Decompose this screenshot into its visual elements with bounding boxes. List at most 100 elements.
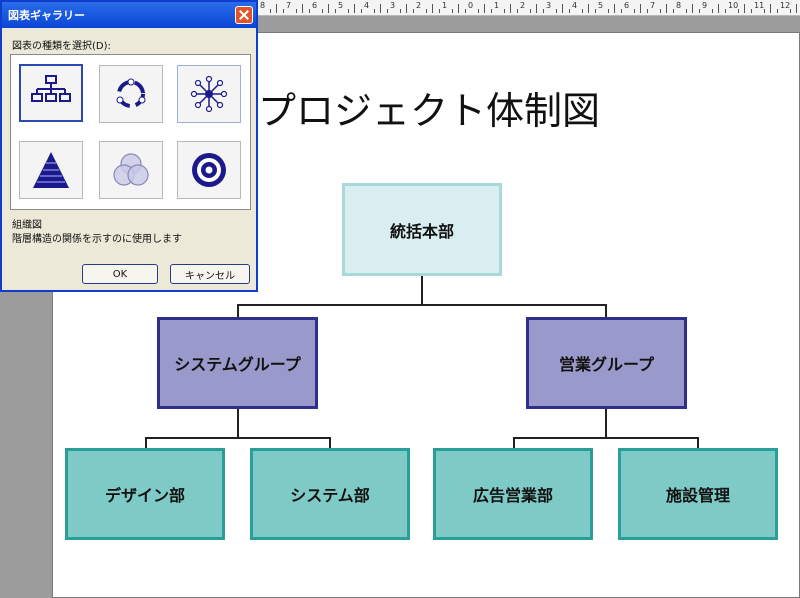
- ruler-number: 1: [442, 1, 448, 10]
- org-box-sales-group[interactable]: 営業グループ: [526, 317, 687, 409]
- target-diagram-icon: [192, 153, 226, 187]
- radial-diagram-icon: [190, 75, 228, 113]
- ruler-tick: [633, 9, 635, 13]
- ruler-tick: [562, 4, 563, 13]
- ruler-number: 8: [676, 1, 682, 10]
- connector-line: [605, 304, 607, 318]
- ruler-tick: [464, 9, 466, 13]
- ruler-tick: [776, 9, 778, 13]
- ruler-tick: [380, 4, 381, 13]
- org-box-ad-sales-dept[interactable]: 広告営業部: [433, 448, 593, 540]
- connector-line: [329, 437, 331, 449]
- ruler-number: 5: [598, 1, 604, 10]
- ruler-tick: [789, 9, 791, 13]
- org-box-design-dept[interactable]: デザイン部: [65, 448, 225, 540]
- ruler-number: 2: [416, 1, 422, 10]
- diagram-type-radial[interactable]: [177, 65, 241, 123]
- selected-diagram-description: 階層構造の関係を示すのに使用します: [12, 234, 182, 245]
- ruler-number: 11: [754, 1, 765, 10]
- ruler-tick: [737, 9, 739, 13]
- ruler-tick: [607, 9, 609, 13]
- ruler-tick: [770, 4, 771, 13]
- ruler-number: 4: [364, 1, 370, 10]
- connector-line: [145, 437, 147, 449]
- ruler-tick: [529, 9, 531, 13]
- ruler-tick: [458, 4, 459, 13]
- ruler-number: 6: [624, 1, 630, 10]
- org-box-root[interactable]: 統括本部: [342, 183, 502, 276]
- ruler-tick: [328, 4, 329, 13]
- selected-diagram-name: 組織図: [12, 220, 42, 231]
- org-box-facility-mgmt[interactable]: 施設管理: [618, 448, 778, 540]
- ruler-tick: [386, 9, 388, 13]
- ruler-tick: [269, 9, 271, 13]
- ruler-tick: [672, 9, 674, 13]
- ruler-tick: [503, 9, 505, 13]
- ruler-number: 1: [494, 1, 500, 10]
- ruler-number: 9: [702, 1, 708, 10]
- org-box-system-dept[interactable]: システム部: [250, 448, 410, 540]
- ruler-tick: [588, 4, 589, 13]
- ruler-number: 7: [650, 1, 656, 10]
- connector-line: [605, 408, 607, 438]
- ruler-number: 12: [780, 1, 791, 10]
- ruler-tick: [490, 9, 492, 13]
- org-box-system-group[interactable]: システムグループ: [157, 317, 318, 409]
- ruler-tick: [666, 4, 667, 13]
- ok-button[interactable]: OK: [82, 264, 158, 284]
- ruler-number: 6: [312, 1, 318, 10]
- connector-line: [513, 437, 699, 439]
- ruler-tick: [744, 4, 745, 13]
- connector-line: [237, 408, 239, 438]
- ruler-number: 0: [468, 1, 474, 10]
- ruler-tick: [354, 4, 355, 13]
- ruler-tick: [718, 4, 719, 13]
- ruler-tick: [412, 9, 414, 13]
- diagram-type-org-chart[interactable]: [19, 64, 83, 122]
- dialog-title: 図表ギャラリー: [8, 9, 85, 22]
- diagram-type-pyramid[interactable]: [19, 141, 83, 199]
- connector-line: [421, 276, 423, 305]
- ruler-number: 3: [546, 1, 552, 10]
- ruler-number: 10: [728, 1, 739, 10]
- ruler-tick: [594, 9, 596, 13]
- ruler-tick: [640, 4, 641, 13]
- diagram-type-target[interactable]: [177, 141, 241, 199]
- ruler-tick: [581, 9, 583, 13]
- diagram-type-cycle[interactable]: [99, 65, 163, 123]
- ruler-tick: [432, 4, 433, 13]
- dialog-titlebar[interactable]: 図表ギャラリー: [2, 2, 256, 28]
- ruler-number: 7: [286, 1, 292, 10]
- ruler-tick: [568, 9, 570, 13]
- ruler-tick: [750, 9, 752, 13]
- ruler-tick: [763, 9, 765, 13]
- ruler-tick: [276, 4, 277, 13]
- diagram-type-venn[interactable]: [99, 141, 163, 199]
- ruler-tick: [510, 4, 511, 13]
- connector-line: [697, 437, 699, 449]
- slide-title[interactable]: プロジェクト体制図: [258, 89, 601, 133]
- diagram-type-grid: [10, 54, 251, 210]
- connector-line: [237, 304, 607, 306]
- venn-diagram-icon: [113, 153, 149, 186]
- ruler-tick: [406, 4, 407, 13]
- ruler-tick: [698, 9, 700, 13]
- ruler-tick: [451, 9, 453, 13]
- ruler-tick: [711, 9, 713, 13]
- ruler-tick: [399, 9, 401, 13]
- ruler-tick: [295, 9, 297, 13]
- connector-line: [145, 437, 331, 439]
- pyramid-diagram-icon: [33, 152, 69, 188]
- ruler-tick: [360, 9, 362, 13]
- close-icon[interactable]: [235, 6, 253, 24]
- ruler-tick: [685, 9, 687, 13]
- ruler-tick: [692, 4, 693, 13]
- cycle-diagram-icon: [116, 78, 146, 108]
- ruler-tick: [484, 4, 485, 13]
- cancel-button[interactable]: キャンセル: [170, 264, 250, 284]
- org-chart-icon: [31, 75, 71, 102]
- ruler-tick: [302, 4, 303, 13]
- ruler-tick: [542, 9, 544, 13]
- ruler-tick: [334, 9, 336, 13]
